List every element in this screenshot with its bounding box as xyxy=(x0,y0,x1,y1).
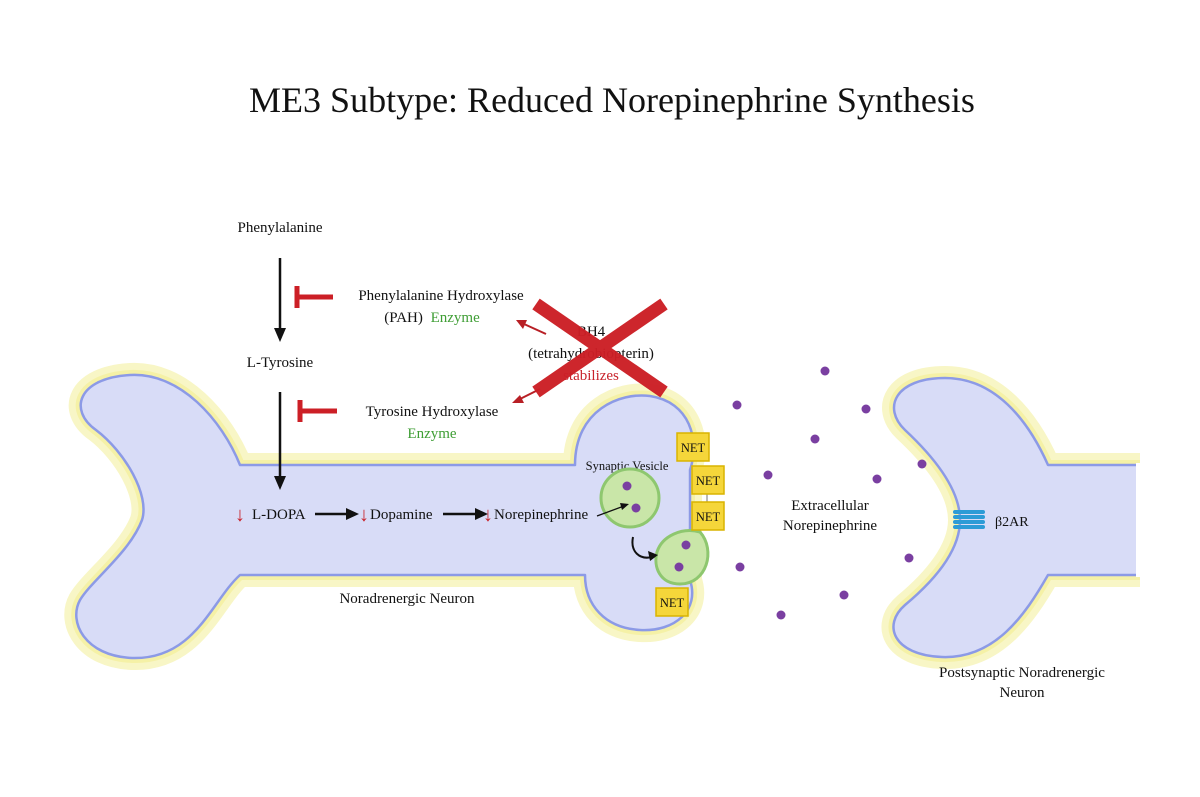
chain-arrow-1 xyxy=(315,508,359,520)
vesicle-loading-arrow xyxy=(596,503,629,517)
net-transporter: NET xyxy=(691,501,725,531)
fusing-vesicle-molecule xyxy=(681,540,691,550)
dopamine-reduction-arrow: ↓ xyxy=(359,504,369,526)
vesicle-molecule xyxy=(631,503,641,513)
th-enzyme-word: Enzyme xyxy=(407,426,456,442)
pah-abbreviation: (PAH) xyxy=(384,310,423,326)
net-transporter: NET xyxy=(691,465,725,495)
net-label: NET xyxy=(681,441,706,455)
receptor-label: β2AR xyxy=(995,515,1029,530)
net-transporters: NET NET NET NET xyxy=(655,432,725,617)
synaptic-vesicle xyxy=(599,467,661,529)
page-title: ME3 Subtype: Reduced Norepinephrine Synt… xyxy=(249,80,975,120)
net-box xyxy=(655,587,689,617)
extracellular-molecule xyxy=(820,366,830,376)
fusing-vesicle-molecule xyxy=(674,562,684,572)
net-label: NET xyxy=(696,510,721,524)
extracellular-norepinephrine-molecules xyxy=(732,366,927,620)
extracellular-molecule xyxy=(732,400,742,410)
chain-arrow-2 xyxy=(443,508,488,520)
bh4-arrows xyxy=(512,320,547,403)
extracellular-molecule xyxy=(839,590,849,600)
pah-label-line2: (PAH) Enzyme xyxy=(384,310,480,326)
extracellular-molecule xyxy=(763,470,773,480)
extracellular-molecule xyxy=(872,474,882,484)
beta2-adrenergic-receptor xyxy=(953,510,985,529)
net-transporter: NET xyxy=(655,587,689,617)
extracellular-molecule xyxy=(904,553,914,563)
noradrenergic-neuron-label: Noradrenergic Neuron xyxy=(339,591,475,607)
exocytosis-arrow xyxy=(631,536,658,561)
fusing-vesicle xyxy=(654,529,710,586)
extracellular-molecule xyxy=(735,562,745,572)
norepinephrine-reduction-arrow: ↓ xyxy=(483,504,493,526)
th-label-line1: Tyrosine Hydroxylase xyxy=(366,404,499,420)
pah-enzyme-word: Enzyme xyxy=(431,310,480,326)
extracellular-molecule xyxy=(776,610,786,620)
synaptic-vesicle-label: Synaptic Vesicle xyxy=(586,459,669,473)
norepinephrine-label: Norepinephrine xyxy=(494,507,588,523)
l-dopa-reduction-arrow: ↓ xyxy=(235,504,245,526)
bh4-blocked-cross xyxy=(532,298,668,398)
pathway-arrows xyxy=(274,258,286,490)
net-label: NET xyxy=(660,596,685,610)
postsynaptic-neuron-label-line1: Postsynaptic Noradrenergic xyxy=(939,665,1105,681)
l-dopa-label: L-DOPA xyxy=(252,507,306,523)
l-tyrosine-label: L-Tyrosine xyxy=(247,355,314,371)
extracellular-molecule xyxy=(810,434,820,444)
postsynaptic-neuron-label-line2: Neuron xyxy=(1000,685,1045,701)
extracellular-label-line1: Extracellular xyxy=(791,498,868,514)
bh4-label-line3: stabilizes xyxy=(563,368,619,384)
net-transporter: NET xyxy=(676,432,710,462)
net-label: NET xyxy=(696,474,721,488)
vesicle-molecule xyxy=(622,481,632,491)
extracellular-molecule xyxy=(917,459,927,469)
net-box xyxy=(676,432,710,462)
net-box xyxy=(691,465,725,495)
phenylalanine-label: Phenylalanine xyxy=(238,220,323,236)
extracellular-label-line2: Norepinephrine xyxy=(783,518,877,534)
inhibition-marker-th xyxy=(297,400,337,422)
pah-label-line1: Phenylalanine Hydroxylase xyxy=(358,288,524,304)
net-box xyxy=(691,501,725,531)
inhibition-marker-pah xyxy=(294,286,333,308)
extracellular-molecule xyxy=(861,404,871,414)
dopamine-label: Dopamine xyxy=(370,507,433,523)
